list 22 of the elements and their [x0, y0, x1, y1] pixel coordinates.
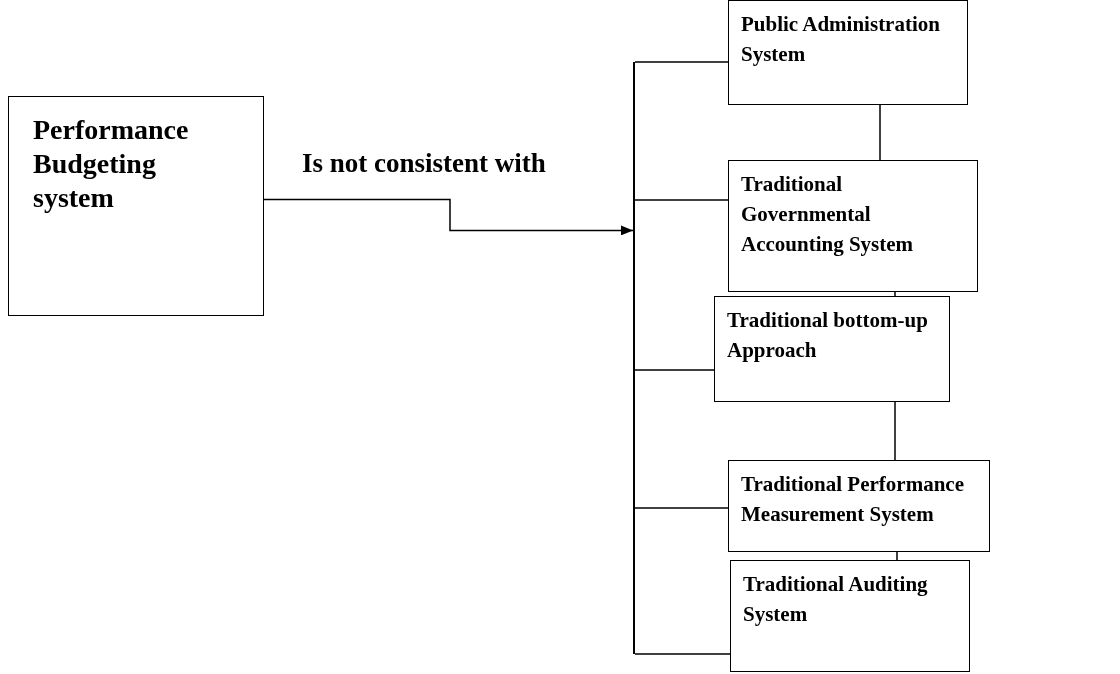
box-text: Traditional Performance Measurement System [741, 471, 965, 528]
connector-line [894, 401, 896, 461]
arrow [263, 198, 634, 236]
connector-line [879, 104, 881, 161]
box-text: Traditional Auditing System [743, 571, 929, 628]
text-box [730, 560, 970, 672]
box-text: Performance Budgeting system [33, 113, 190, 215]
connector-line [634, 61, 729, 63]
text-box [728, 0, 968, 105]
box-text: Traditional bottom-up Approach [727, 307, 929, 364]
connector-line [634, 199, 729, 201]
box-text: Traditional Governmental Accounting System [741, 171, 915, 258]
connector-line [634, 369, 715, 371]
box-text: Public Administration System [741, 11, 941, 68]
text-box [8, 96, 264, 316]
text-box [728, 160, 978, 292]
connector-line [896, 551, 898, 561]
connector-line [634, 653, 731, 655]
connector-line [634, 507, 729, 509]
connector-line [894, 291, 896, 297]
text-box [728, 460, 990, 552]
text-box [714, 296, 950, 402]
